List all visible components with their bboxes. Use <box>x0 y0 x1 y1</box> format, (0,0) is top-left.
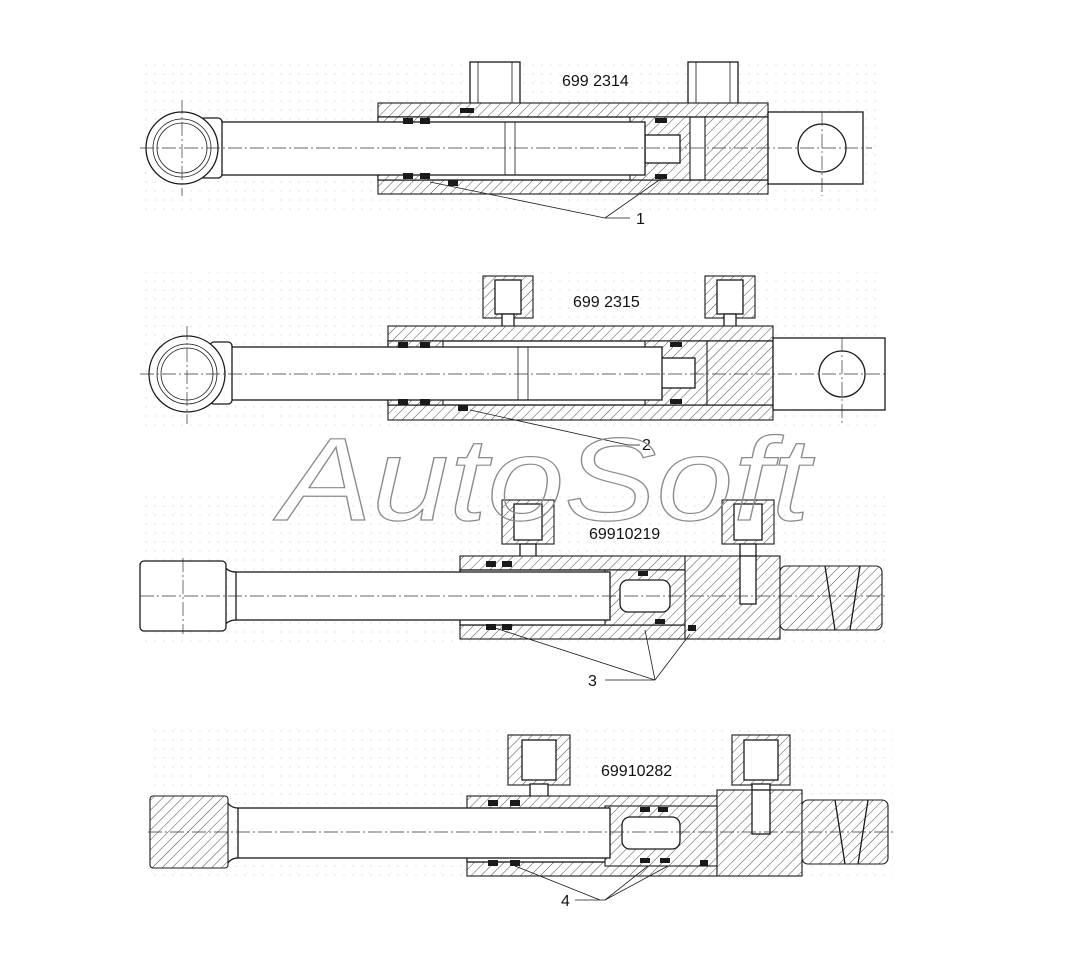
cylinder-2: 699 2315 2 <box>138 272 886 454</box>
cylinder-4-piston <box>604 805 718 867</box>
cylinder-4: 69910282 4 <box>148 730 893 910</box>
cylinder-4-piston-rod <box>212 799 611 867</box>
callout-number: 1 <box>636 211 645 228</box>
cylinder-1-port-fitting-left <box>469 61 521 105</box>
cylinder-1-port-fitting-right <box>687 61 739 105</box>
part-number-label: 699 2315 <box>573 294 640 311</box>
callout-number: 4 <box>561 893 570 910</box>
cylinder-2-port-fitting-right <box>704 275 756 329</box>
part-number-label: 69910282 <box>601 763 672 780</box>
part-number-label: 699 2314 <box>562 73 629 90</box>
cylinder-4-end-block <box>716 789 889 877</box>
cylinder-1: 699 2314 1 <box>138 60 878 228</box>
cylinder-2-rod-seals <box>398 342 468 411</box>
cylinder-3-port-fitting-left <box>501 499 555 559</box>
cylinder-1-rod-seals <box>403 108 474 186</box>
cylinder-3: 69910219 3 <box>138 496 888 690</box>
callout-number: 3 <box>588 673 597 690</box>
cylinder-3-end-block <box>684 555 883 640</box>
cylinder-1-piston-rod <box>209 121 646 176</box>
cylinder-3-piston <box>604 569 686 626</box>
part-number-label: 69910219 <box>589 526 660 543</box>
cylinder-4-rod-seals <box>488 800 708 866</box>
watermark-text: AutoSoft <box>273 414 815 546</box>
cylinder-2-port-fitting-left <box>482 275 534 329</box>
cylinder-2-piston-rod <box>221 346 663 401</box>
cylinder-4-port-fitting-left <box>507 734 571 799</box>
cylinder-3-rod-seals <box>486 561 696 631</box>
callout-number: 2 <box>642 437 651 454</box>
